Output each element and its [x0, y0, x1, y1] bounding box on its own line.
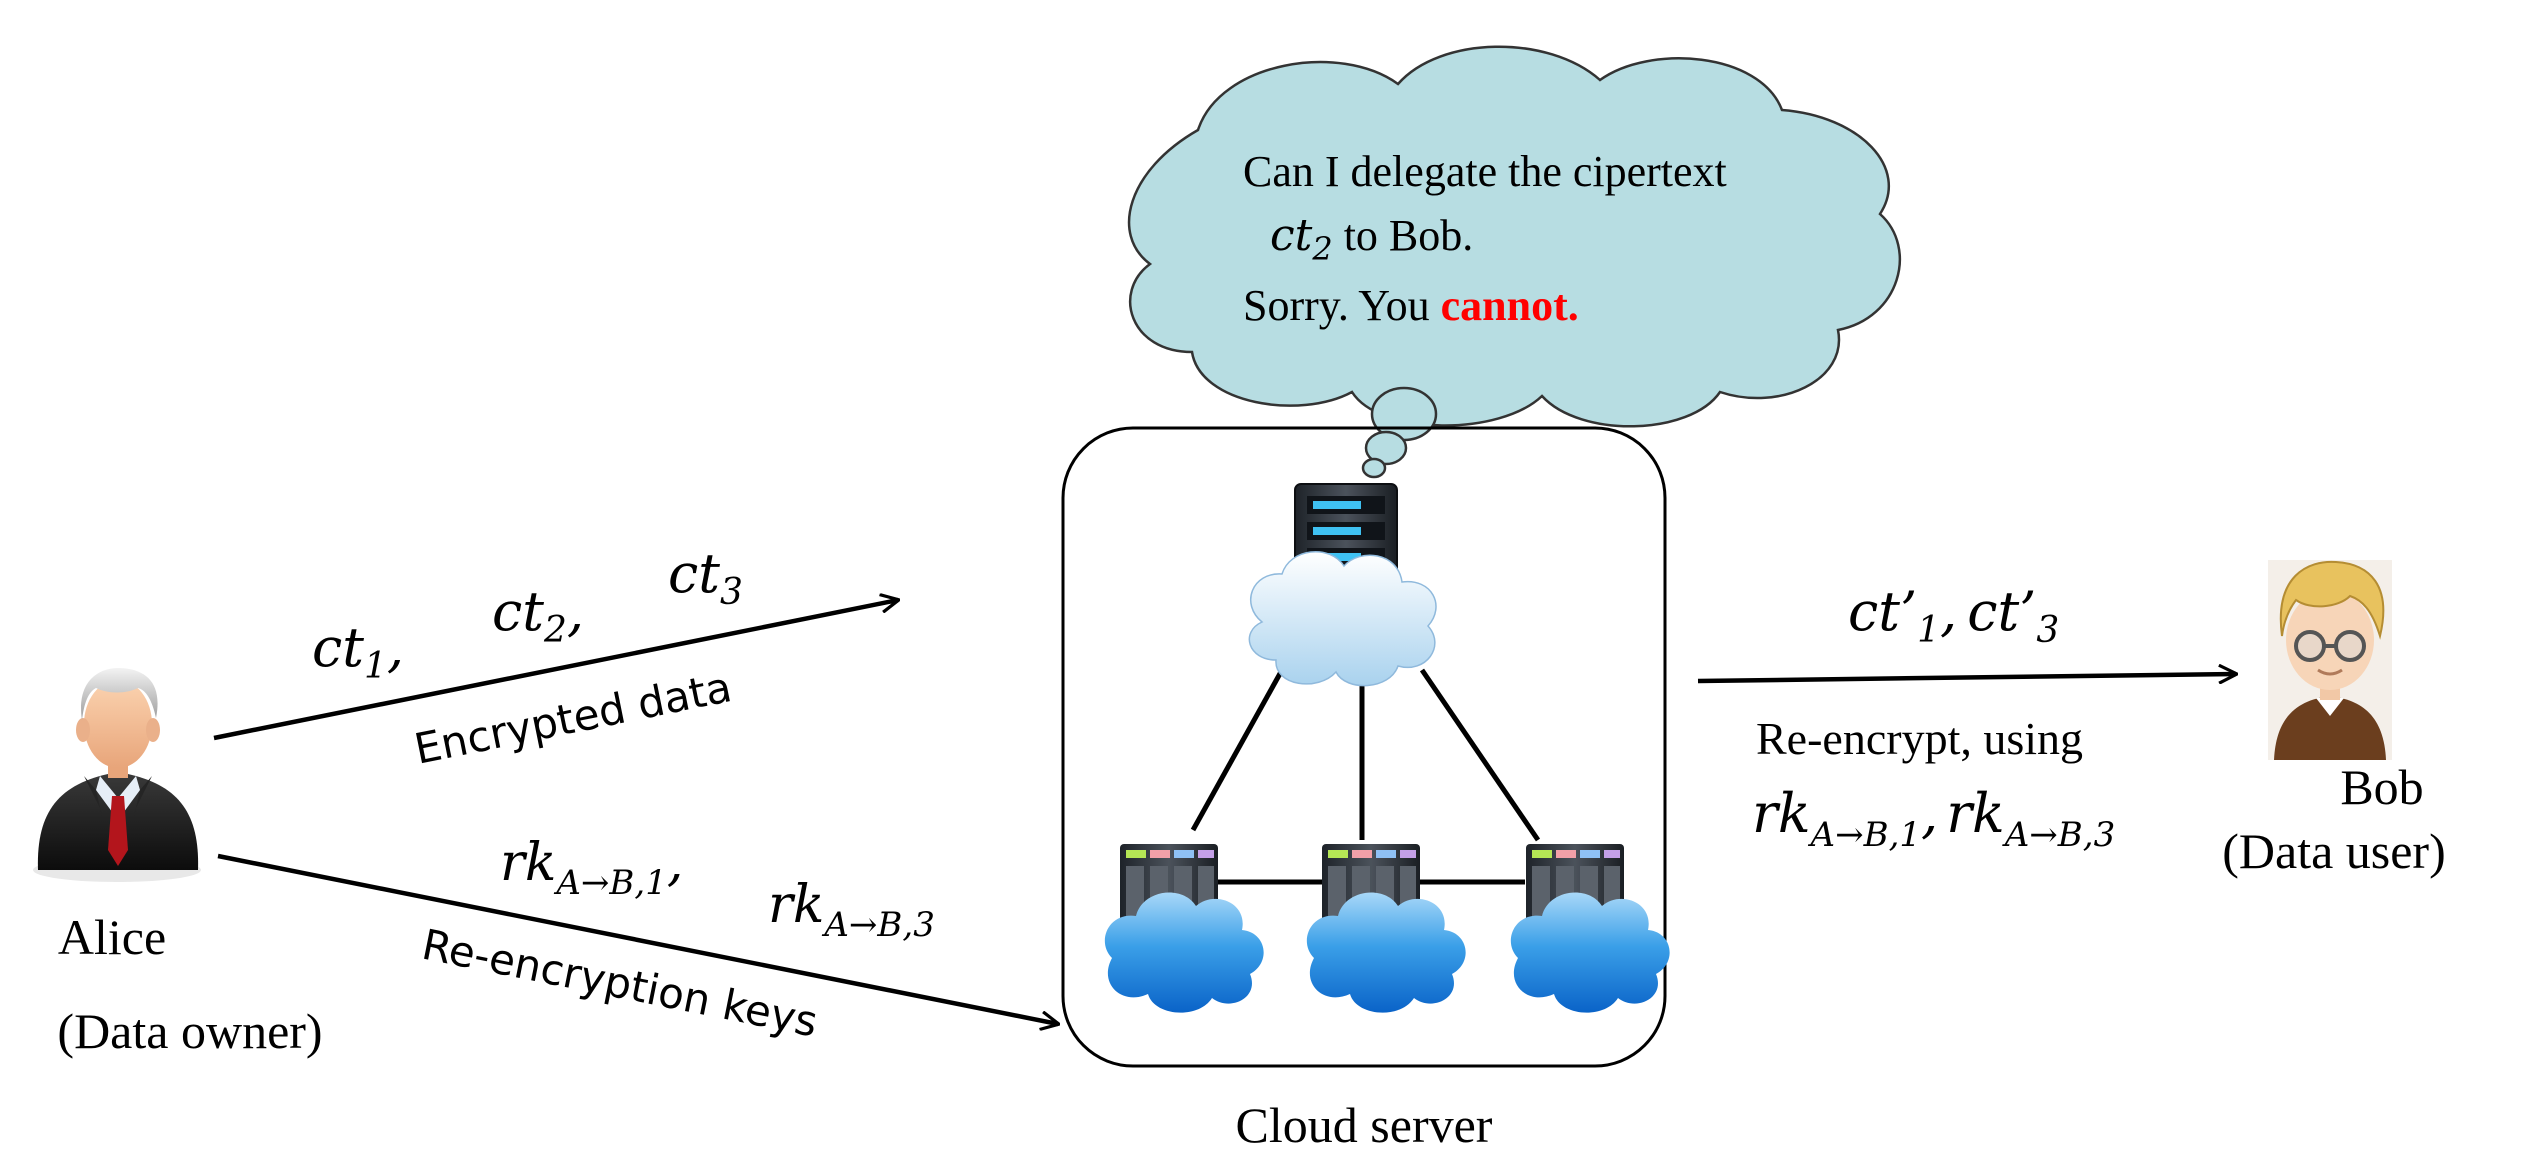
rk3-label: rkA→B,3	[768, 875, 935, 945]
ct1-prime-mark: ’	[1900, 580, 1917, 643]
rk1-var: rk	[500, 833, 556, 893]
ct-prime-label: ct’1,ct’3	[1848, 580, 2059, 651]
rk3-sub: A→B,3	[821, 905, 934, 945]
ct3-sub: 3	[720, 572, 743, 613]
re-encryption-keys-label: Re-encryption keys	[418, 920, 822, 1047]
server-cluster-left-icon	[1104, 844, 1264, 1013]
server-cluster-middle-icon	[1306, 844, 1466, 1013]
cloud-server-group: Cloud server	[1061, 426, 1670, 1153]
ct3-prime-sub: 3	[2036, 610, 2059, 651]
thought-cloud-shape	[1127, 45, 1902, 428]
rk-using-1-sub: A→B,1	[1808, 815, 1921, 855]
rk-using-3-sub: A→B,3	[2002, 815, 2115, 855]
ct2-var: ct	[492, 580, 544, 643]
rk1-sub: A→B,1	[553, 863, 666, 903]
rk-using-3-var: rk	[1946, 782, 2005, 845]
ct2-label: ct2,	[492, 580, 584, 651]
alice-role: (Data owner)	[57, 1003, 322, 1059]
rk3-var: rk	[768, 875, 824, 935]
link-top-left	[1190, 668, 1285, 832]
ct1-sub: 1	[364, 646, 387, 687]
thought-line-2-rest: to Bob.	[1333, 211, 1474, 260]
cloud-server-box	[1061, 426, 1667, 1068]
bob-role: (Data user)	[2222, 823, 2446, 879]
ct3-label: ct3	[668, 542, 743, 613]
re-encrypt-label: Re-encrypt, using	[1756, 713, 2083, 764]
ct1-prime-sub: 1	[1917, 610, 1940, 651]
central-server-icon	[1248, 483, 1437, 687]
network-links	[1190, 668, 1541, 885]
ct3-prime-var: ct	[1967, 580, 2019, 643]
ct3-prime-mark: ’	[2019, 580, 2036, 643]
thought-ct-var: ct	[1270, 210, 1313, 261]
thought-ct-sub: 2	[1311, 230, 1332, 268]
link-top-right	[1419, 668, 1541, 842]
alice-name: Alice	[58, 909, 166, 965]
ct-prime-sep: ,	[1940, 580, 1957, 643]
ct2-sep: ,	[567, 580, 584, 643]
ct2-sub: 2	[543, 610, 567, 651]
rk1-sep: ,	[667, 833, 684, 893]
thought-line-2: ct2 to Bob.	[1270, 210, 1473, 268]
thought-bubble: Can I delegate the cipertext ct2 to Bob.…	[1127, 45, 1902, 479]
ct1-var: ct	[312, 616, 364, 679]
ct1-prime-var: ct	[1848, 580, 1900, 643]
ct1-label: ct1,	[312, 616, 404, 687]
thought-line-3-prefix: Sorry. You	[1243, 281, 1441, 330]
bob-name: Bob	[2340, 759, 2423, 815]
encrypted-data-label: Encrypted data	[410, 662, 735, 774]
thought-line-3: Sorry. You cannot.	[1243, 281, 1579, 330]
rk-using-label: rkA→B,1,rkA→B,3	[1752, 782, 2115, 855]
thought-emphasis: cannot.	[1441, 281, 1579, 330]
server-cluster-right-icon	[1510, 844, 1670, 1013]
thought-dot-medium	[1364, 430, 1408, 466]
rk-using-1-var: rk	[1752, 782, 1811, 845]
re-encrypted-data-arrow	[1697, 674, 2236, 681]
re-encryption-keys-arrow	[217, 853, 1058, 1024]
ct1-sep: ,	[387, 616, 404, 679]
thought-dot-small	[1361, 457, 1387, 479]
thought-line-1: Can I delegate the cipertext	[1243, 147, 1727, 196]
encrypted-data-arrow	[213, 600, 898, 741]
alice-avatar	[33, 668, 201, 882]
bob-avatar	[2268, 560, 2392, 760]
rk1-label: rkA→B,1,	[500, 833, 683, 903]
cloud-server-label: Cloud server	[1236, 1097, 1493, 1153]
rk-using-sep: ,	[1921, 782, 1938, 845]
ct3-var: ct	[668, 542, 720, 605]
